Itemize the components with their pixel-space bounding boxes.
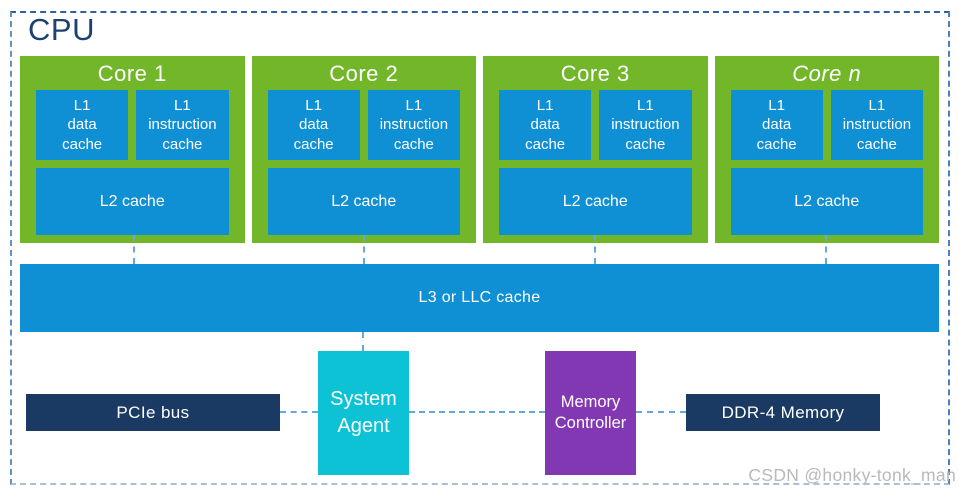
cache-label-line: L1 xyxy=(305,96,322,114)
connector-core1-l3 xyxy=(133,235,135,264)
cache-label-line: data xyxy=(762,116,792,134)
connector-pcie-system-agent xyxy=(280,411,318,413)
connector-core3-l3 xyxy=(594,235,596,264)
system-agent-label-line: Agent xyxy=(337,415,390,437)
cache-label-line: cache xyxy=(62,135,103,153)
cache-label-line: cache xyxy=(162,135,203,153)
cache-label-line: cache xyxy=(393,135,434,153)
l2-cache-box: L2 cache xyxy=(36,168,229,235)
cache-label-line: L1 xyxy=(536,96,554,114)
memory-controller-label-line: Controller xyxy=(554,414,627,432)
cache-label-line: data xyxy=(299,116,329,134)
connector-coren-l3 xyxy=(825,235,827,264)
core-1-title: Core 1 xyxy=(97,61,167,86)
ddr4-memory-box: DDR-4 Memory xyxy=(686,394,880,431)
connector-memory-controller-ddr4 xyxy=(636,411,686,413)
core-2-block: Core 2 L1 data cache L1 instruction cach… xyxy=(251,56,476,243)
cache-label-line: instruction xyxy=(379,116,449,134)
cache-label-line: cache xyxy=(756,135,797,153)
cache-label-line: cache xyxy=(525,135,566,153)
l1-instruction-cache-box: L1 instruction cache xyxy=(599,90,692,160)
cache-label-line: data xyxy=(530,116,560,134)
connector-core2-l3 xyxy=(363,235,365,264)
connector-system-agent-memory-controller xyxy=(409,411,545,413)
connector-l3-system-agent xyxy=(362,332,364,351)
memory-controller-box: Memory Controller xyxy=(545,351,636,475)
l2-cache-box: L2 cache xyxy=(267,168,460,235)
cache-label-line: L1 xyxy=(73,96,91,114)
cache-label-line: instruction xyxy=(148,116,217,134)
pcie-bus-box: PCIe bus xyxy=(26,394,280,431)
system-agent-box: System Agent xyxy=(318,351,409,475)
core-n-title: Core n xyxy=(792,61,862,86)
cache-label-line: L1 xyxy=(868,96,886,114)
cache-label-line: cache xyxy=(293,135,334,153)
l1-instruction-cache-box: L1 instruction cache xyxy=(367,90,460,160)
l1-cache-row: L1 data cache L1 instruction cache xyxy=(730,90,923,160)
cache-label-line: cache xyxy=(856,135,897,153)
l1-data-cache-box: L1 data cache xyxy=(267,90,360,160)
cpu-title: CPU xyxy=(28,12,95,47)
cache-label-line: L1 xyxy=(768,96,785,114)
core-1-block: Core 1 L1 data cache L1 instruction cach… xyxy=(20,56,245,243)
cache-label-line: L1 xyxy=(637,96,654,114)
cache-label-line: data xyxy=(67,116,97,134)
watermark-text: CSDN @honky-tonk_man xyxy=(748,465,956,485)
core-2-title: Core 2 xyxy=(329,61,399,86)
cache-label-line: cache xyxy=(625,135,666,153)
l1-cache-row: L1 data cache L1 instruction cache xyxy=(267,90,460,160)
l1-instruction-cache-box: L1 instruction cache xyxy=(830,90,923,160)
l1-cache-row: L1 data cache L1 instruction cache xyxy=(36,90,229,160)
cores-row: Core 1 L1 data cache L1 instruction cach… xyxy=(20,56,939,243)
l1-data-cache-box: L1 data cache xyxy=(730,90,823,160)
cpu-boundary-outline xyxy=(10,11,950,485)
l1-data-cache-box: L1 data cache xyxy=(36,90,129,160)
l1-instruction-cache-box: L1 instruction cache xyxy=(136,90,229,160)
l1-data-cache-box: L1 data cache xyxy=(499,90,592,160)
cache-label-line: instruction xyxy=(842,116,912,134)
l2-cache-box: L2 cache xyxy=(499,168,692,235)
cache-label-line: instruction xyxy=(611,116,680,134)
core-n-block: Core n L1 data cache L1 instruction cach… xyxy=(714,56,939,243)
core-3-title: Core 3 xyxy=(560,61,630,86)
core-3-block: Core 3 L1 data cache L1 instruction cach… xyxy=(483,56,708,243)
cache-label-line: L1 xyxy=(174,96,191,114)
memory-controller-label-line: Memory xyxy=(560,392,621,411)
cache-label-line: L1 xyxy=(405,96,423,114)
l2-cache-box: L2 cache xyxy=(730,168,923,235)
l3-cache-bar: L3 or LLC cache xyxy=(20,264,939,332)
system-agent-label-line: System xyxy=(330,388,397,410)
l1-cache-row: L1 data cache L1 instruction cache xyxy=(499,90,692,160)
